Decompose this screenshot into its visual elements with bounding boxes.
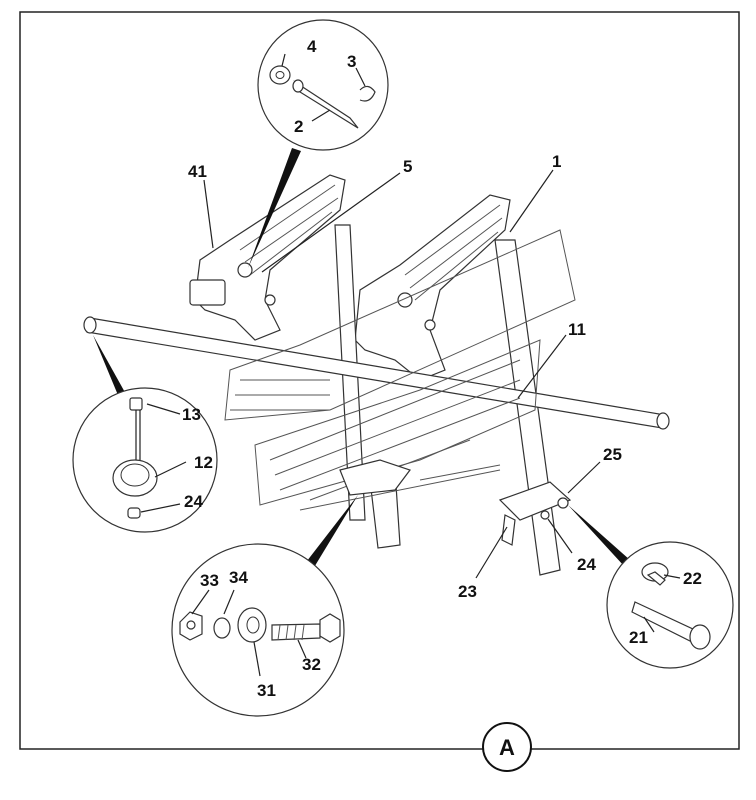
callout-33: 33 <box>200 571 219 590</box>
leader-lines <box>140 53 681 677</box>
callout-11: 11 <box>568 320 586 339</box>
callout-labels: 1 2 3 4 5 41 11 13 12 24 25 23 24 22 21 … <box>182 37 702 700</box>
reference-label: A <box>499 735 515 760</box>
reference-marker: A <box>482 722 532 772</box>
callout-13: 13 <box>182 405 201 424</box>
callout-23: 23 <box>458 582 477 601</box>
callout-1: 1 <box>552 152 561 171</box>
callout-41: 41 <box>188 162 207 181</box>
callout-25: 25 <box>603 445 622 464</box>
callout-22: 22 <box>683 569 702 588</box>
assembly-drawing <box>83 174 670 576</box>
callout-3: 3 <box>347 52 356 71</box>
callout-12: 12 <box>194 453 213 472</box>
callout-24-left: 24 <box>184 492 203 511</box>
callout-32: 32 <box>302 655 321 674</box>
callout-34: 34 <box>229 568 248 587</box>
callout-31: 31 <box>257 681 276 700</box>
detail-circle-top <box>248 19 389 268</box>
detail-circle-left <box>72 335 218 533</box>
detail-circle-right <box>568 505 734 669</box>
callout-21: 21 <box>629 628 648 647</box>
callout-5: 5 <box>403 157 412 176</box>
diagram-frame <box>19 11 740 750</box>
detail-circle-bottom <box>171 495 358 717</box>
callout-24-right: 24 <box>577 555 596 574</box>
callout-2: 2 <box>294 117 303 136</box>
callout-4: 4 <box>307 37 317 56</box>
